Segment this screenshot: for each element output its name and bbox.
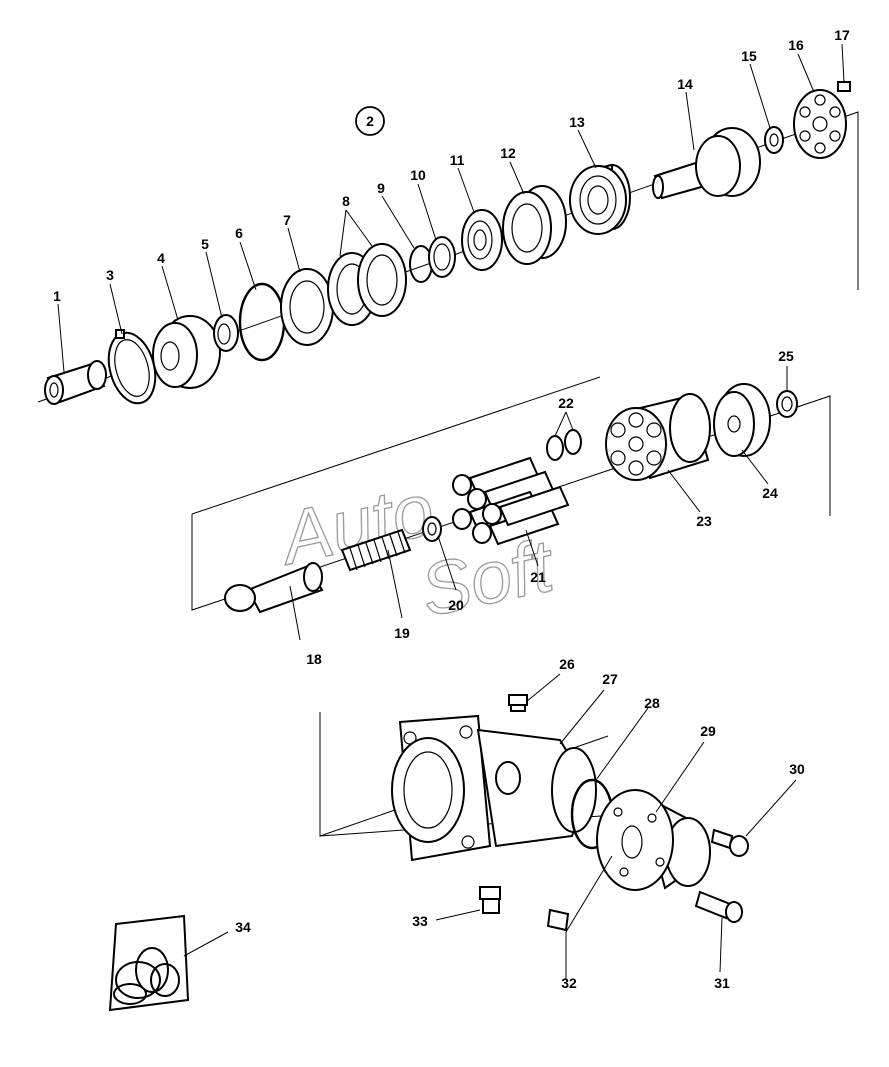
label-part-11: 11: [450, 152, 465, 168]
part-5-ring: [213, 314, 239, 352]
group-label: 2: [366, 113, 374, 129]
label-part-24: 24: [762, 485, 778, 501]
label-part-30: 30: [789, 761, 805, 777]
label-part-8: 8: [342, 193, 350, 209]
label-part-12: 12: [500, 145, 516, 161]
label-part-29: 29: [700, 723, 716, 739]
row-1-assembly: [37, 81, 859, 405]
part-34-seal-kit: [108, 914, 190, 1012]
part-15-ring: [764, 126, 784, 154]
label-part-20: 20: [448, 597, 464, 613]
part-25-ring: [776, 390, 798, 418]
part-20-retainer: [422, 516, 442, 542]
group-label-badge: 2: [355, 106, 385, 136]
part-18-center-pin: [224, 562, 324, 614]
label-part-22: 22: [558, 395, 574, 411]
part-14-shaft: [652, 127, 761, 200]
part-10-ring: [428, 236, 456, 278]
label-part-32: 32: [561, 975, 577, 991]
label-part-4: 4: [157, 250, 165, 266]
part-21-pistons: [452, 456, 570, 546]
label-part-13: 13: [569, 114, 585, 130]
part-4-housing: [152, 315, 221, 389]
part-27-housing: [391, 714, 597, 862]
part-19-spring: [340, 528, 412, 572]
label-part-31: 31: [714, 975, 730, 991]
part-33-plug: [479, 886, 501, 914]
label-part-15: 15: [741, 48, 757, 64]
label-part-26: 26: [559, 656, 575, 672]
label-part-5: 5: [201, 236, 209, 252]
part-30-bolt: [710, 828, 749, 857]
part-11-bearing: [461, 209, 503, 271]
part-3-circlip: [107, 329, 157, 405]
part-24-valve-plate: [713, 383, 771, 457]
row-3-assembly: [108, 694, 749, 1012]
part-26-plug: [508, 694, 528, 712]
part-31-bolt: [694, 890, 743, 923]
part-29-end-cover: [596, 789, 711, 891]
part-1-coupling: [44, 360, 107, 405]
label-part-3: 3: [106, 267, 114, 283]
label-part-7: 7: [283, 212, 291, 228]
part-13-roller-bearing: [569, 163, 631, 235]
label-part-21: 21: [530, 569, 546, 585]
row-2-assembly: [191, 376, 831, 614]
label-part-23: 23: [696, 513, 712, 529]
part-7-washer: [280, 268, 334, 346]
label-part-33: 33: [412, 913, 428, 929]
label-part-1: 1: [53, 288, 61, 304]
part-22-rings: [546, 429, 582, 461]
label-part-10: 10: [410, 167, 426, 183]
part-number-labels: 1 3 4 5 6 7 8 9 10 11 12 13 14 15 16 17 …: [53, 27, 850, 991]
label-part-28: 28: [644, 695, 660, 711]
label-part-34: 34: [235, 919, 251, 935]
part-12-race: [502, 185, 567, 265]
label-part-6: 6: [235, 225, 243, 241]
part-6-o-ring: [238, 282, 286, 362]
label-part-16: 16: [788, 37, 804, 53]
part-23-cylinder-block: [605, 393, 711, 481]
leader-lines: [57, 43, 845, 980]
part-32-dowel: [546, 908, 570, 932]
label-part-25: 25: [778, 348, 794, 364]
label-part-9: 9: [377, 180, 385, 196]
label-part-17: 17: [834, 27, 850, 43]
label-part-27: 27: [602, 671, 618, 687]
part-8-shims: [327, 243, 407, 326]
label-part-19: 19: [394, 625, 410, 641]
part-16-port-plate: [793, 89, 847, 159]
part-17-screw: [837, 81, 851, 92]
label-part-18: 18: [306, 651, 322, 667]
label-part-14: 14: [677, 76, 693, 92]
